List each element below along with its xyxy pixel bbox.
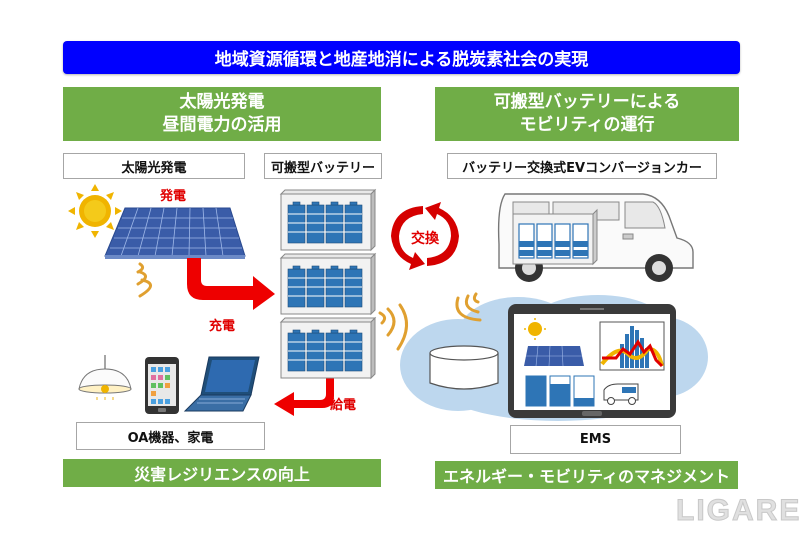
right-header-line2: モビリティの運行 [519,115,655,135]
lamp-icon [78,355,132,400]
charging-arrow-icon [187,258,275,310]
generation-label: 発電 [160,189,187,204]
wireless-signal-icon-3 [455,292,482,322]
ems-label: EMS [510,425,681,454]
wireless-signal-icon-2 [378,303,408,351]
wireless-signal-icon [136,262,152,298]
solar-label: 太陽光発電 [63,153,245,179]
right-section-footer: エネルギー・モビリティのマネジメント [435,461,738,489]
ems-tablet-icon [508,304,676,418]
right-section-header: 可搬型バッテリーによる モビリティの運行 [435,87,739,141]
exchange-cycle-icon [391,202,459,270]
left-section-header: 太陽光発電 昼間電力の活用 [63,87,381,141]
laptop-icon [183,356,260,412]
ev-car-label: バッテリー交換式EVコンバージョンカー [447,153,717,179]
battery-stack-icon [280,189,376,379]
left-header-line1: 太陽光発電 [179,92,265,112]
right-header-line1: 可搬型バッテリーによる [493,92,681,112]
exchange-label: 交換 [411,231,439,247]
charging-label: 充電 [209,319,236,334]
smartphone-icon [145,357,179,414]
left-section-footer: 災害レジリエンスの向上 [63,459,381,487]
watermark-logo: LIGARE [675,494,800,528]
page-title: 地域資源循環と地産地消による脱炭素社会の実現 [63,41,740,74]
appliances-label: OA機器、家電 [76,422,265,450]
left-header-line2: 昼間電力の活用 [162,115,282,135]
supply-label: 給電 [330,398,357,413]
supply-arrow-icon [274,378,334,416]
solar-panel-icon [104,207,246,259]
ev-van-icon [497,193,694,282]
portable-battery-label: 可搬型バッテリー [264,153,382,179]
database-icon [429,345,499,390]
sun-icon [68,184,122,238]
